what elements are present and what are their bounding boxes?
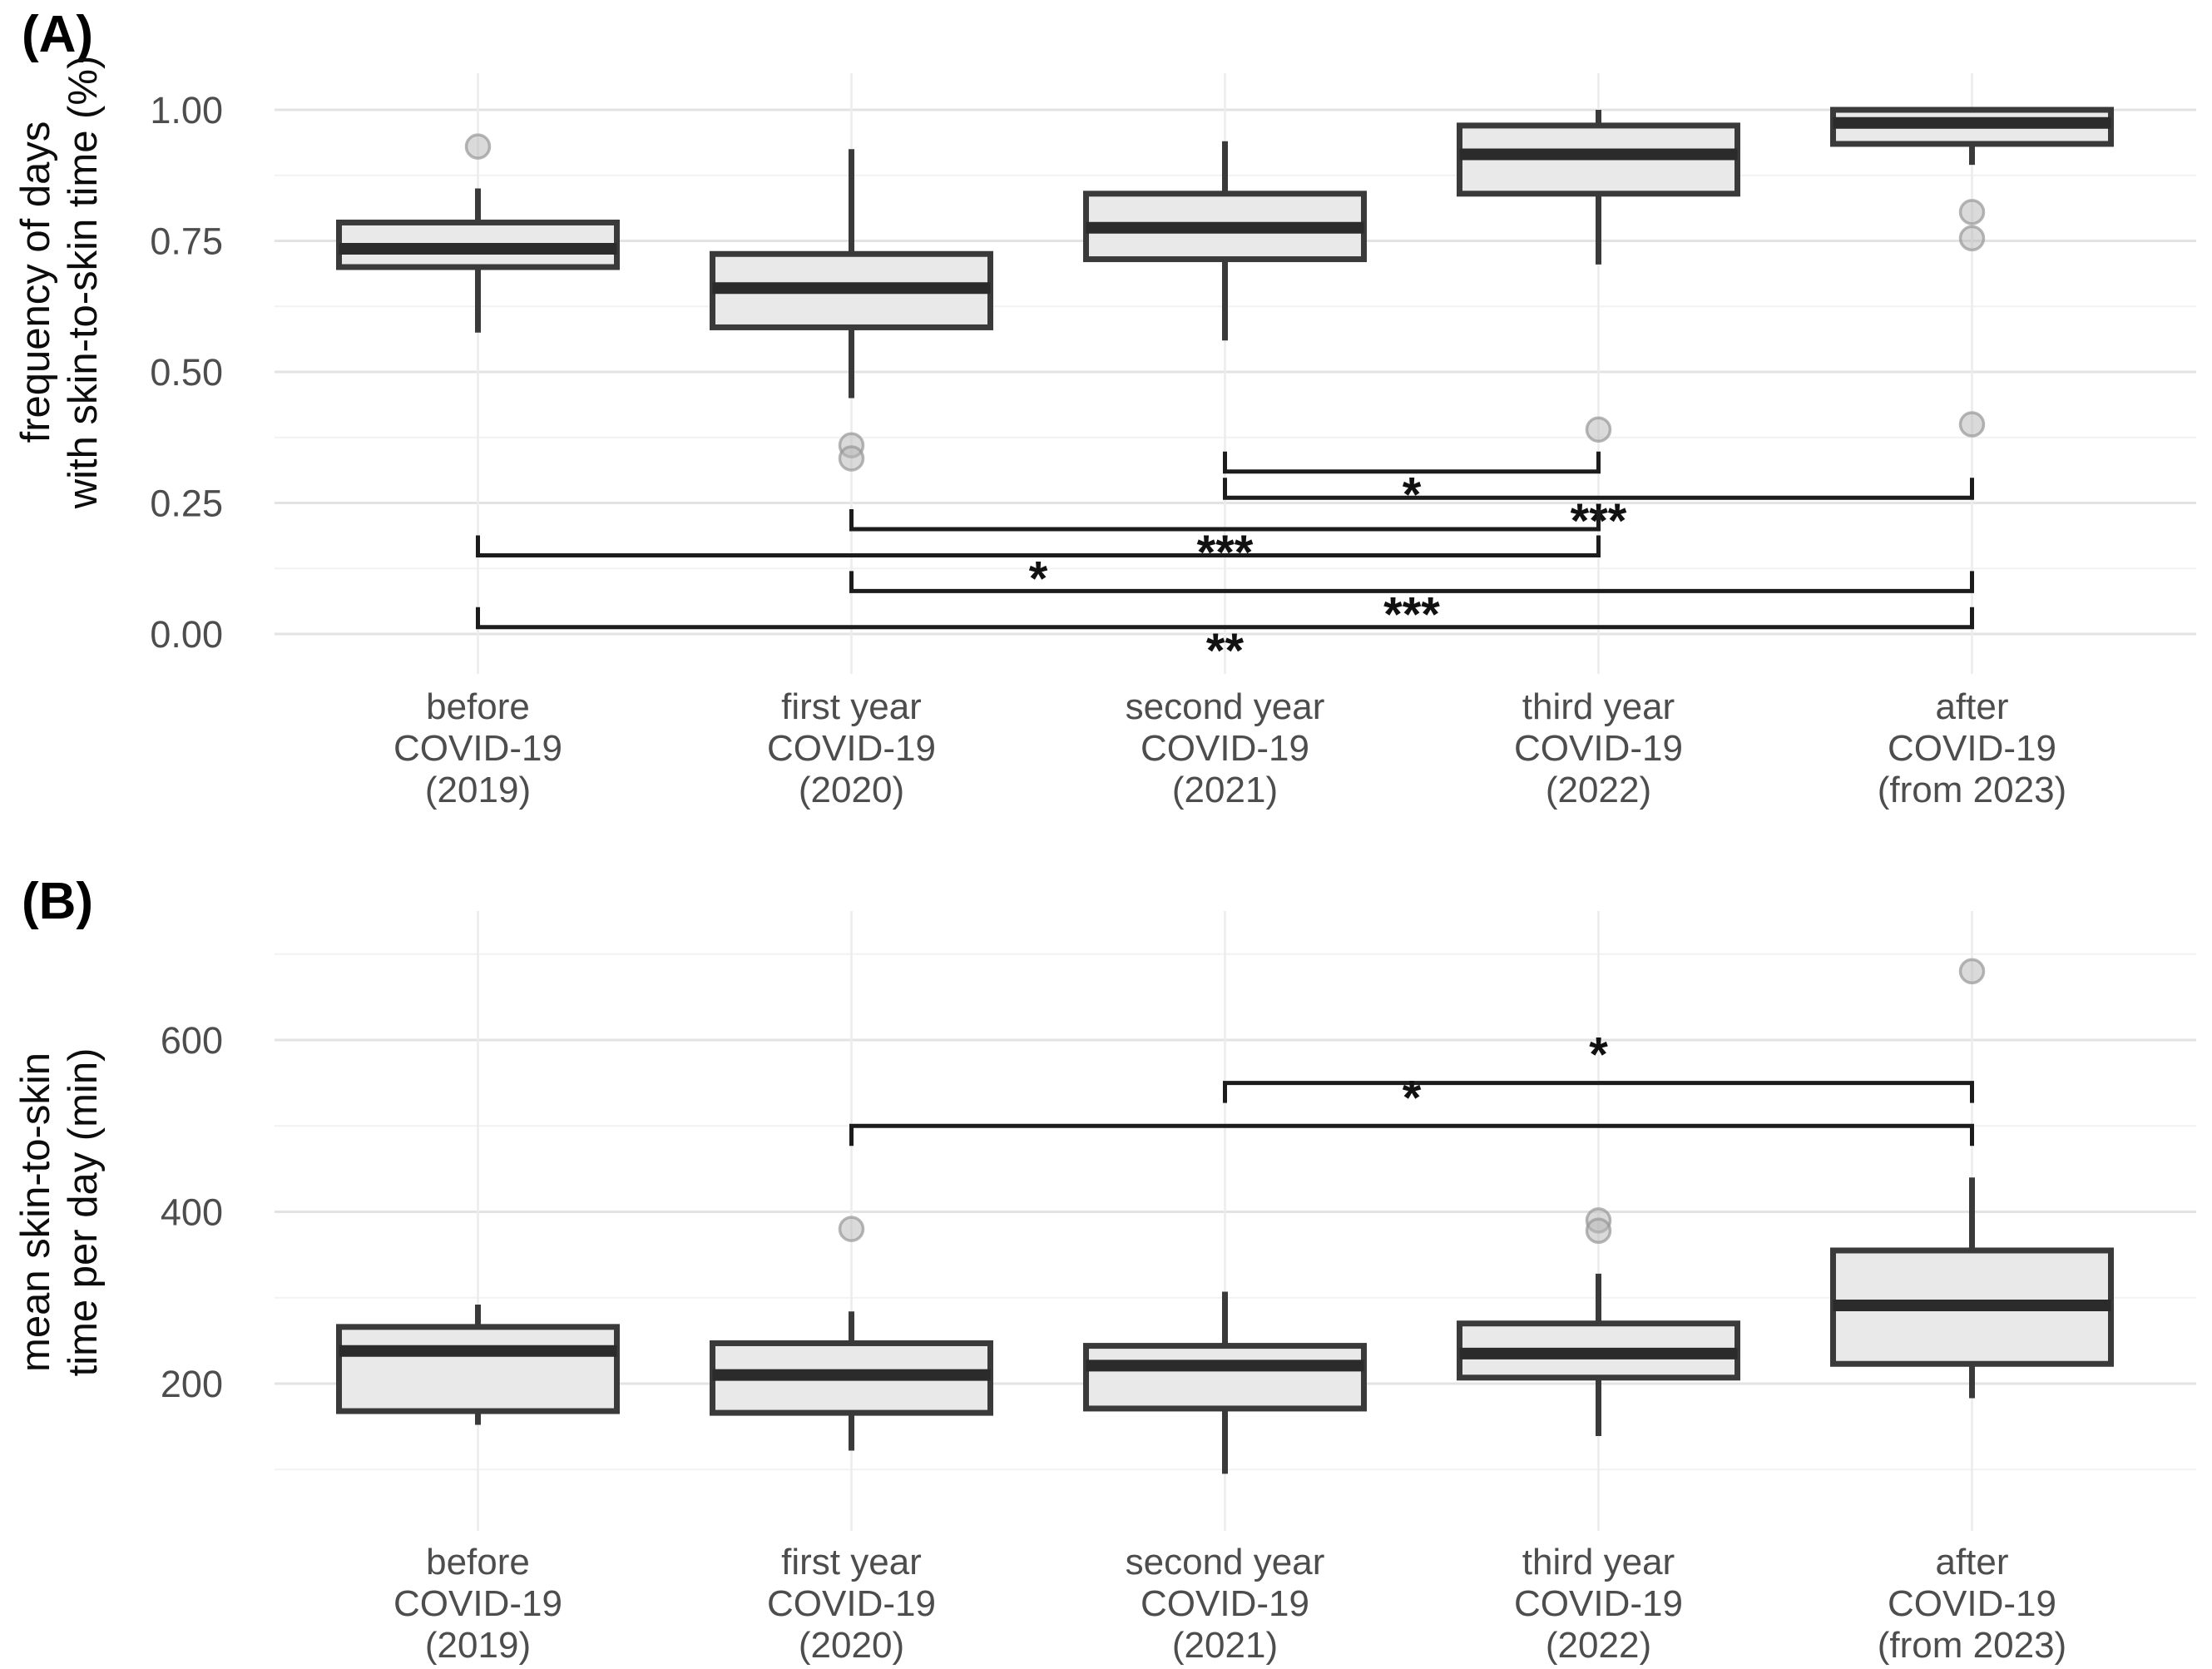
boxplot-third-year-covid-19-2022 bbox=[1457, 110, 1740, 443]
boxplot-after-covid-19-from-2023 bbox=[1830, 958, 2114, 1399]
boxplot-first-year-covid-19-2020 bbox=[710, 149, 993, 472]
outlier-point bbox=[1958, 199, 1986, 225]
iqr-box bbox=[336, 1324, 620, 1414]
boxplot-second-year-covid-19-2021 bbox=[1083, 1291, 1367, 1474]
outlier-point bbox=[1585, 1217, 1612, 1244]
outlier-point bbox=[1958, 411, 1986, 438]
significance-brackets: ** bbox=[849, 1028, 1974, 1147]
y-axis-tick-labels: 200 400 600 bbox=[161, 1019, 223, 1405]
significance-stars: * bbox=[1589, 1028, 1608, 1082]
y-tick-label: 0.50 bbox=[150, 351, 223, 394]
y-tick-label: 400 bbox=[161, 1191, 223, 1234]
boxplot-first-year-covid-19-2020 bbox=[710, 1216, 993, 1451]
y-axis-tick-labels: 0.00 0.25 0.50 0.75 1.00 bbox=[150, 89, 223, 656]
boxplot-third-year-covid-19-2022 bbox=[1457, 1207, 1740, 1436]
panel-b-tag: (B) bbox=[22, 873, 94, 930]
significance-stars: ** bbox=[1206, 624, 1245, 678]
significance-brackets: ************* bbox=[476, 451, 1974, 678]
outlier-point bbox=[1958, 958, 1986, 985]
boxplot-after-covid-19-from-2023 bbox=[1830, 106, 2114, 438]
panel-a-tag: (A) bbox=[22, 6, 94, 63]
significance-bracket bbox=[849, 1123, 1974, 1147]
outlier-point bbox=[1958, 225, 1986, 252]
y-tick-label: 0.25 bbox=[150, 483, 223, 525]
y-tick-label: 1.00 bbox=[150, 89, 223, 131]
y-tick-label: 0.00 bbox=[150, 613, 223, 656]
outlier-point bbox=[838, 1216, 865, 1242]
significance-bracket bbox=[476, 535, 1601, 557]
boxplot-before-covid-19-2019 bbox=[336, 133, 620, 333]
significance-bracket bbox=[849, 509, 1601, 532]
significance-bracket bbox=[1223, 451, 1601, 474]
significance-stars: *** bbox=[1197, 526, 1254, 580]
significance-bracket bbox=[1223, 478, 1974, 500]
boxplot-before-covid-19-2019 bbox=[336, 1305, 620, 1425]
y-tick-label: 0.75 bbox=[150, 220, 223, 263]
significance-bracket bbox=[1223, 1081, 1974, 1103]
significance-stars: * bbox=[1029, 552, 1048, 607]
outlier-point bbox=[464, 133, 492, 160]
outlier-point bbox=[1585, 416, 1612, 443]
minor-gridlines bbox=[275, 174, 2196, 570]
significance-stars: * bbox=[1403, 468, 1422, 522]
boxplot-second-year-covid-19-2021 bbox=[1083, 141, 1367, 341]
significance-bracket bbox=[849, 571, 1974, 593]
significance-bracket bbox=[476, 607, 1974, 630]
significance-stars: * bbox=[1403, 1071, 1422, 1125]
y-tick-label: 600 bbox=[161, 1019, 223, 1062]
iqr-box bbox=[1083, 1343, 1367, 1412]
significance-stars: *** bbox=[1383, 587, 1440, 641]
outlier-point bbox=[838, 445, 865, 472]
y-tick-label: 200 bbox=[161, 1363, 223, 1405]
